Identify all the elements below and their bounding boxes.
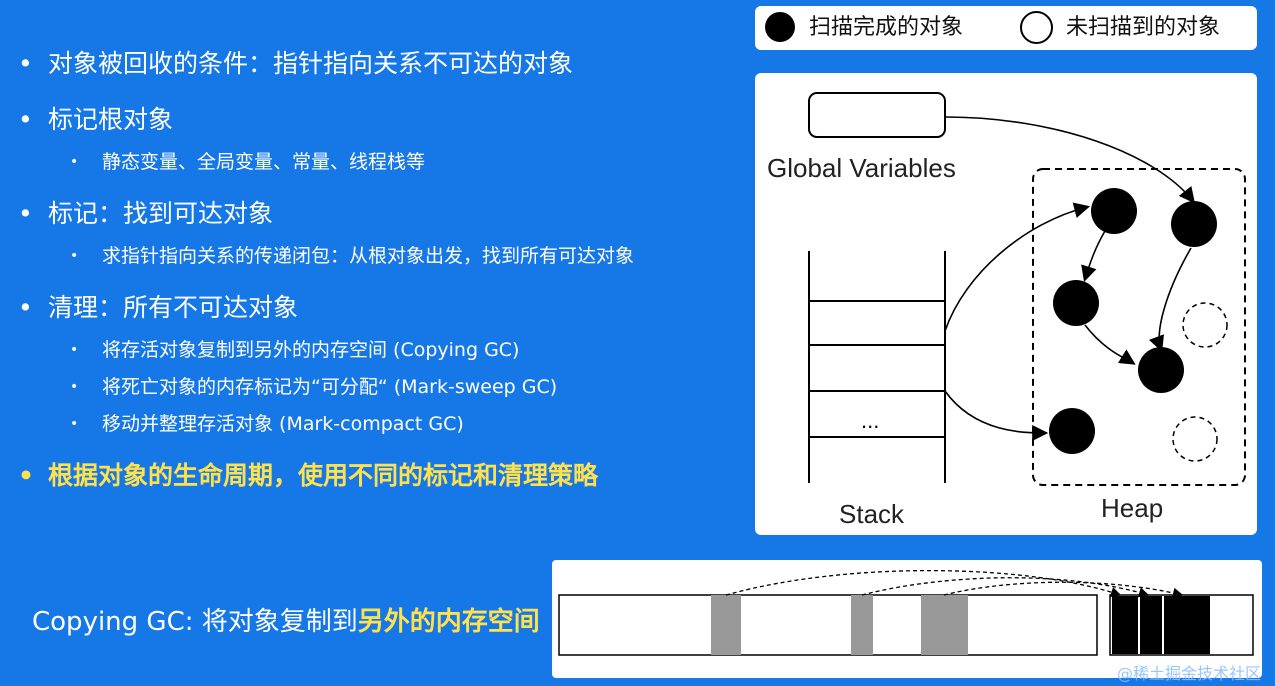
global-variables-box [808, 92, 946, 138]
unscanned-object [1182, 302, 1228, 348]
bullet-dot: • [70, 154, 79, 170]
copy-arrow [861, 577, 1150, 598]
arrow-global-to-object [944, 116, 1195, 204]
bullet-mark: • 标记：找到可达对象 [18, 199, 273, 229]
scanned-object-icon [765, 12, 795, 42]
legend-scanned-label: 扫描完成的对象 [809, 15, 964, 40]
copied-object-block [1164, 596, 1210, 654]
unscanned-object [1172, 416, 1218, 462]
subbullet-mark-compact: • 移动并整理存活对象 (Mark-compact GC) [70, 412, 464, 436]
live-object-block [851, 595, 873, 655]
copied-object-block [1112, 596, 1138, 654]
arrow-stack-to-object-1 [944, 202, 1091, 332]
subbullet-text: 将死亡对象的内存标记为“可分配“ (Mark-sweep GC) [102, 376, 558, 398]
scanned-object [1091, 188, 1137, 234]
bullet-text: 清理：所有不可达对象 [48, 293, 299, 322]
bullet-dot: • [18, 199, 33, 228]
live-object-block [711, 595, 741, 655]
arrow-stack-to-object-2 [944, 390, 1049, 441]
subbullet-text: 将存活对象复制到另外的内存空间 (Copying GC) [102, 339, 520, 361]
subbullet-copying: • 将存活对象复制到另外的内存空间 (Copying GC) [70, 338, 519, 362]
heap-label: Heap [1101, 493, 1163, 523]
global-variables-label: Global Variables [767, 153, 956, 183]
heap-box [1032, 168, 1246, 486]
copying-gc-caption: Copying GC: 将对象复制到另外的内存空间 [32, 603, 540, 641]
arrow-object-d-to-c [1149, 247, 1192, 352]
bullet-dot: • [70, 248, 79, 264]
copy-arrow [725, 569, 1122, 597]
arrow-object-a-to-b [1081, 230, 1106, 283]
subbullet-text: 静态变量、全局变量、常量、线程栈等 [102, 151, 426, 173]
stack-ellipsis: ... [861, 408, 879, 433]
subbullet-closure: • 求指针指向关系的传递闭包：从根对象出发，找到所有可达对象 [70, 244, 634, 268]
bullet-dot: • [18, 461, 34, 490]
subbullet-text: 求指针指向关系的传递闭包：从根对象出发，找到所有可达对象 [102, 245, 635, 267]
legend: 扫描完成的对象 未扫描到的对象 [755, 6, 1257, 50]
caption-prefix: Copying GC: 将对象复制到 [32, 607, 358, 637]
copying-illustration [552, 560, 1262, 678]
from-space [558, 594, 1098, 656]
watermark: @稀土掘金技术社区 [1116, 664, 1261, 683]
scanned-object [1171, 201, 1217, 247]
gc-diagram-svg: Global Variables ... Stack Heap [767, 92, 1246, 529]
copying-illustration-svg [558, 569, 1254, 656]
bullet-text: 标记根对象 [48, 105, 174, 134]
subbullet-roots: • 静态变量、全局变量、常量、线程栈等 [70, 150, 425, 174]
bullet-dot: • [18, 49, 33, 78]
live-object-block [921, 595, 968, 655]
bullet-condition: • 对象被回收的条件：指针指向关系不可达的对象 [18, 49, 573, 79]
legend-unscanned-label: 未扫描到的对象 [1066, 15, 1221, 40]
bullet-mark-roots: • 标记根对象 [18, 105, 173, 135]
bullet-dot: • [70, 379, 79, 395]
scanned-object [1049, 408, 1095, 454]
bullet-strategy: • 根据对象的生命周期，使用不同的标记和清理策略 [18, 461, 598, 491]
stack [808, 251, 946, 483]
stack-label: Stack [839, 499, 905, 529]
subbullet-mark-sweep: • 将死亡对象的内存标记为“可分配“ (Mark-sweep GC) [70, 375, 557, 399]
arrow-object-b-to-c [1084, 324, 1136, 365]
bullet-text: 对象被回收的条件：指针指向关系不可达的对象 [48, 49, 574, 78]
bullet-dot: • [18, 105, 33, 134]
scanned-object [1138, 347, 1184, 393]
bullet-text: 标记：找到可达对象 [48, 199, 274, 228]
bullet-sweep: • 清理：所有不可达对象 [18, 293, 298, 323]
scanned-object [1053, 280, 1099, 326]
caption-highlight: 另外的内存空间 [357, 607, 540, 637]
bullet-dot: • [70, 342, 79, 358]
bullet-dot: • [70, 416, 79, 432]
copied-object-block [1140, 596, 1162, 654]
copy-arrow [943, 581, 1184, 598]
bullet-text: 根据对象的生命周期，使用不同的标记和清理策略 [48, 461, 599, 490]
unscanned-object-icon [1020, 11, 1053, 44]
gc-diagram: Global Variables ... Stack Heap [755, 73, 1257, 535]
bullet-dot: • [18, 293, 33, 322]
subbullet-text: 移动并整理存活对象 (Mark-compact GC) [102, 413, 464, 435]
